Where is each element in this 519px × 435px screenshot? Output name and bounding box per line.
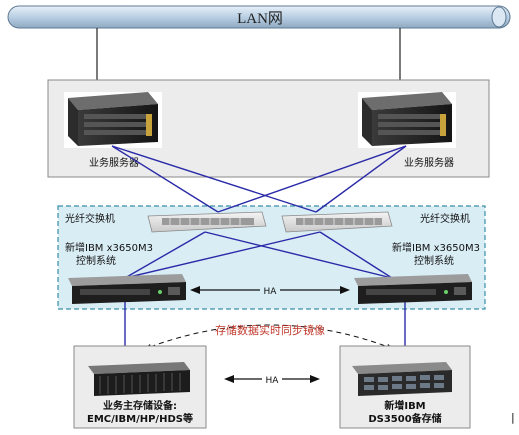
storage-ha-label-bg	[262, 373, 282, 385]
mirror-sync-label: 存储数据实时同步镜像	[215, 323, 325, 337]
control-server-left	[68, 274, 186, 304]
fc-switch-right-label: 光纤交换机	[420, 212, 470, 225]
fibre-links	[111, 145, 407, 352]
business-server-left-label: 业务服务器	[89, 156, 139, 169]
control-ha-label: HA	[264, 287, 278, 297]
backup-storage-label-line2: DS3500备存储	[368, 412, 441, 425]
control-ha-label-bg	[260, 284, 280, 296]
lan-label: LAN网	[237, 11, 283, 27]
primary-storage-device	[88, 362, 190, 396]
primary-storage-label-line1: 业务主存储设备:	[103, 399, 177, 412]
control-system-right-label-line2: 控制系统	[414, 254, 454, 267]
backup-storage-device	[352, 362, 452, 396]
control-system-right-label-line1: 新增IBM x3650M3	[392, 241, 480, 254]
storage-ha-label: HA	[266, 376, 280, 386]
primary-storage-label-line2: EMC/IBM/HP/HDS等	[87, 412, 193, 425]
control-system-left-label-line2: 控制系统	[76, 254, 116, 267]
lan-bus: LAN网	[7, 5, 511, 29]
control-server-right	[354, 274, 472, 304]
business-server-right	[358, 92, 456, 148]
mirror-sync-arc	[141, 324, 397, 351]
business-server-right-label: 业务服务器	[404, 156, 454, 169]
fc-switch-left	[147, 211, 267, 233]
stray-mark: |	[511, 411, 515, 424]
business-server-left	[64, 92, 162, 148]
fc-switch-right	[281, 211, 393, 233]
control-system-left-label-line1: 新增IBM x3650M3	[65, 241, 153, 254]
fc-switch-left-label: 光纤交换机	[65, 212, 115, 225]
backup-storage-label-line1: 新增IBM	[384, 399, 425, 412]
